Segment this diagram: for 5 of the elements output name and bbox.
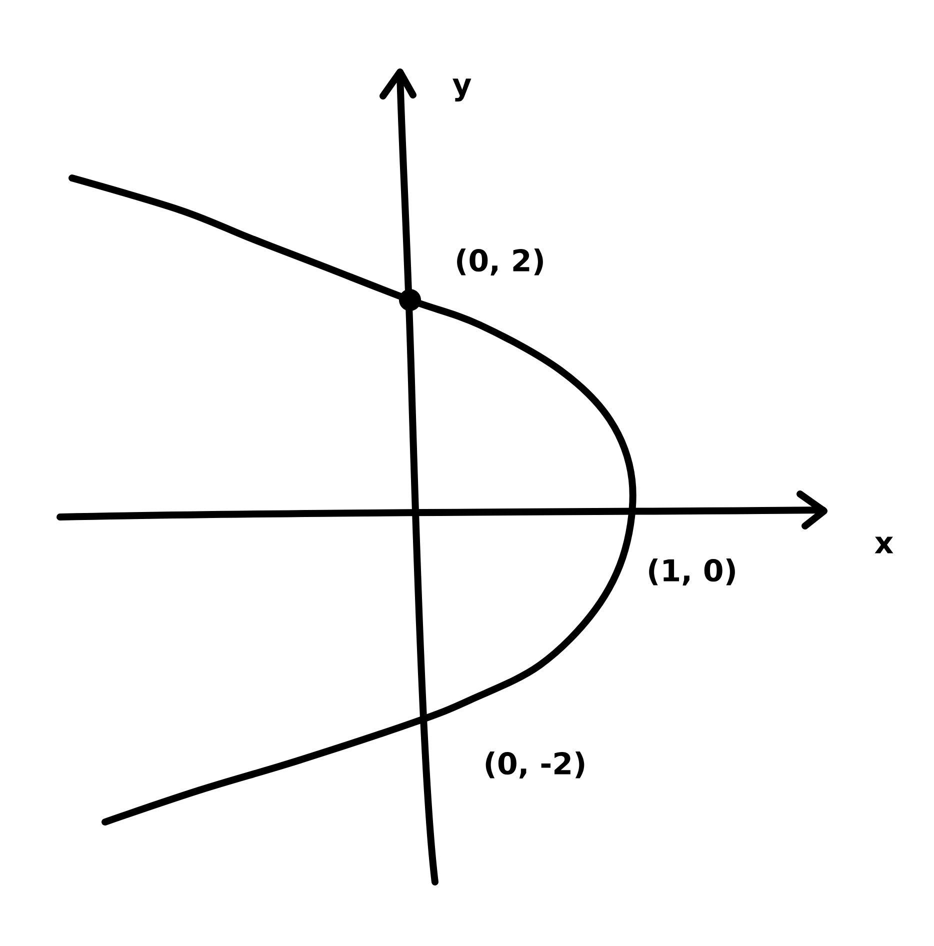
axis-label: y <box>452 78 472 102</box>
point-label: (1, 0) <box>649 558 735 586</box>
point-label: (0, -2) <box>486 751 584 779</box>
axis-label: x <box>874 536 894 554</box>
point-label: (0, 2) <box>457 248 543 276</box>
